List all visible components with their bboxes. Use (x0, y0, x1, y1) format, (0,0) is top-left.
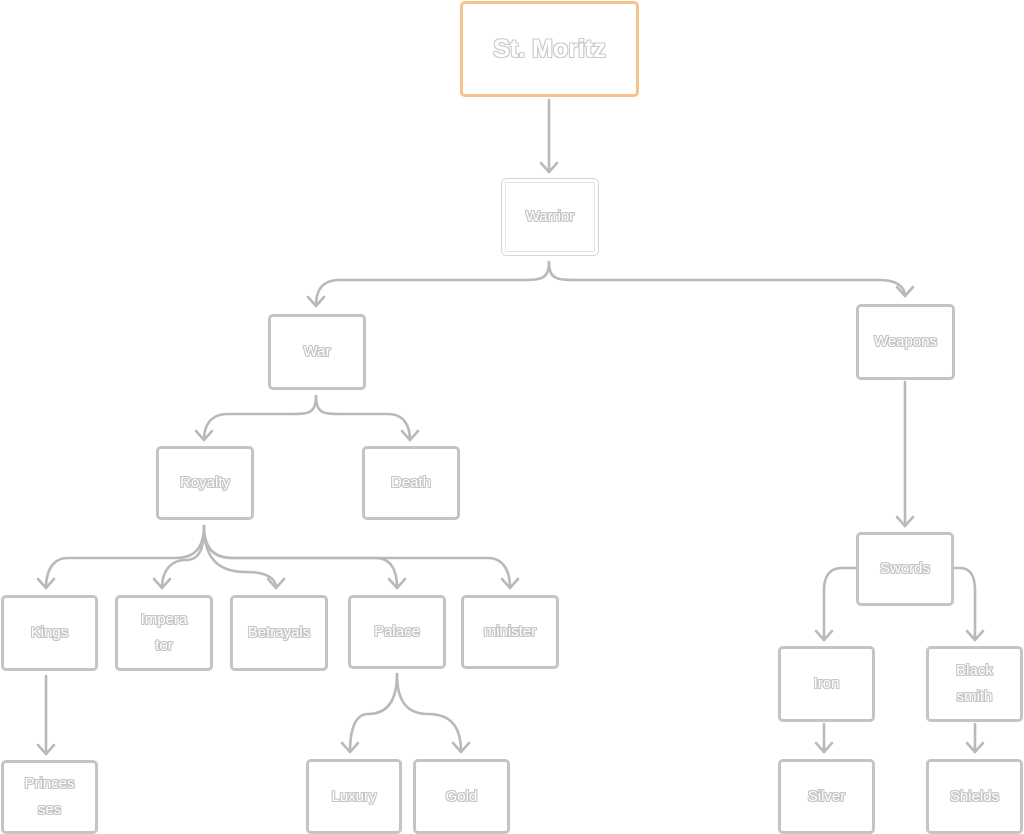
node-warrior[interactable]: Warrior (501, 178, 599, 256)
edge-root-warrior (539, 98, 559, 174)
edge-royalty-betrayals (202, 524, 286, 590)
edge-kings-princesses (36, 674, 56, 756)
node-luxury[interactable]: Luxury (306, 759, 402, 834)
node-blacksmith[interactable]: Black smith (926, 646, 1023, 722)
node-royalty[interactable]: Royalty (156, 446, 254, 520)
node-war[interactable]: War (268, 314, 366, 390)
node-minister-label: minister (483, 623, 537, 640)
node-weapons-label: Weapons (873, 333, 938, 350)
node-princesses[interactable]: Princes ses (1, 760, 98, 834)
node-death[interactable]: Death (362, 446, 460, 520)
node-st-moritz-label: St. Moritz (493, 35, 606, 63)
node-betrayals[interactable]: Betrayals (230, 595, 328, 671)
node-luxury-label: Luxury (331, 787, 377, 805)
node-betrayals-label: Betrayals (247, 624, 311, 641)
node-princesses-label: Princes ses (24, 775, 75, 818)
node-swords[interactable]: Swords (856, 532, 954, 606)
edge-iron-silver (814, 722, 834, 754)
edge-blacksmith-shields (965, 722, 985, 754)
node-death-label: Death (390, 474, 432, 491)
edge-palace-luxury (340, 672, 399, 754)
node-royalty-label: Royalty (179, 474, 231, 491)
node-weapons[interactable]: Weapons (856, 304, 955, 380)
node-gold[interactable]: Gold (413, 759, 510, 834)
node-silver-label: Silver (807, 787, 846, 805)
edge-royalty-kings (36, 524, 206, 590)
edge-war-royalty (194, 394, 318, 442)
node-palace-label: Palace (374, 623, 420, 640)
edge-warrior-weapons (547, 260, 915, 298)
node-palace[interactable]: Palace (348, 595, 446, 669)
node-blacksmith-label: Black smith (956, 662, 993, 705)
edge-warrior-war (306, 260, 551, 308)
edge-royalty-minister (202, 524, 520, 590)
node-shields[interactable]: Shields (926, 759, 1023, 834)
node-warrior-label: Warrior (525, 208, 575, 225)
node-silver[interactable]: Silver (778, 759, 875, 834)
node-imperator-label: Impera tor (140, 611, 188, 654)
node-iron[interactable]: Iron (778, 646, 875, 722)
edge-swords-blacksmith (952, 566, 985, 642)
node-minister[interactable]: minister (461, 595, 559, 669)
node-imperator[interactable]: Impera tor (115, 595, 213, 671)
node-iron-label: Iron (813, 675, 840, 692)
node-shields-label: Shields (949, 787, 1000, 805)
edge-weapons-swords (895, 380, 915, 528)
edge-war-death (314, 394, 420, 442)
node-kings-label: Kings (30, 624, 69, 641)
edge-royalty-imperator (152, 524, 206, 590)
node-swords-label: Swords (879, 560, 931, 577)
edge-palace-gold (395, 672, 471, 754)
node-kings[interactable]: Kings (1, 595, 98, 671)
node-st-moritz[interactable]: St. Moritz (460, 1, 639, 97)
node-war-label: War (303, 343, 331, 360)
node-gold-label: Gold (445, 787, 478, 805)
edge-swords-iron (814, 566, 858, 642)
